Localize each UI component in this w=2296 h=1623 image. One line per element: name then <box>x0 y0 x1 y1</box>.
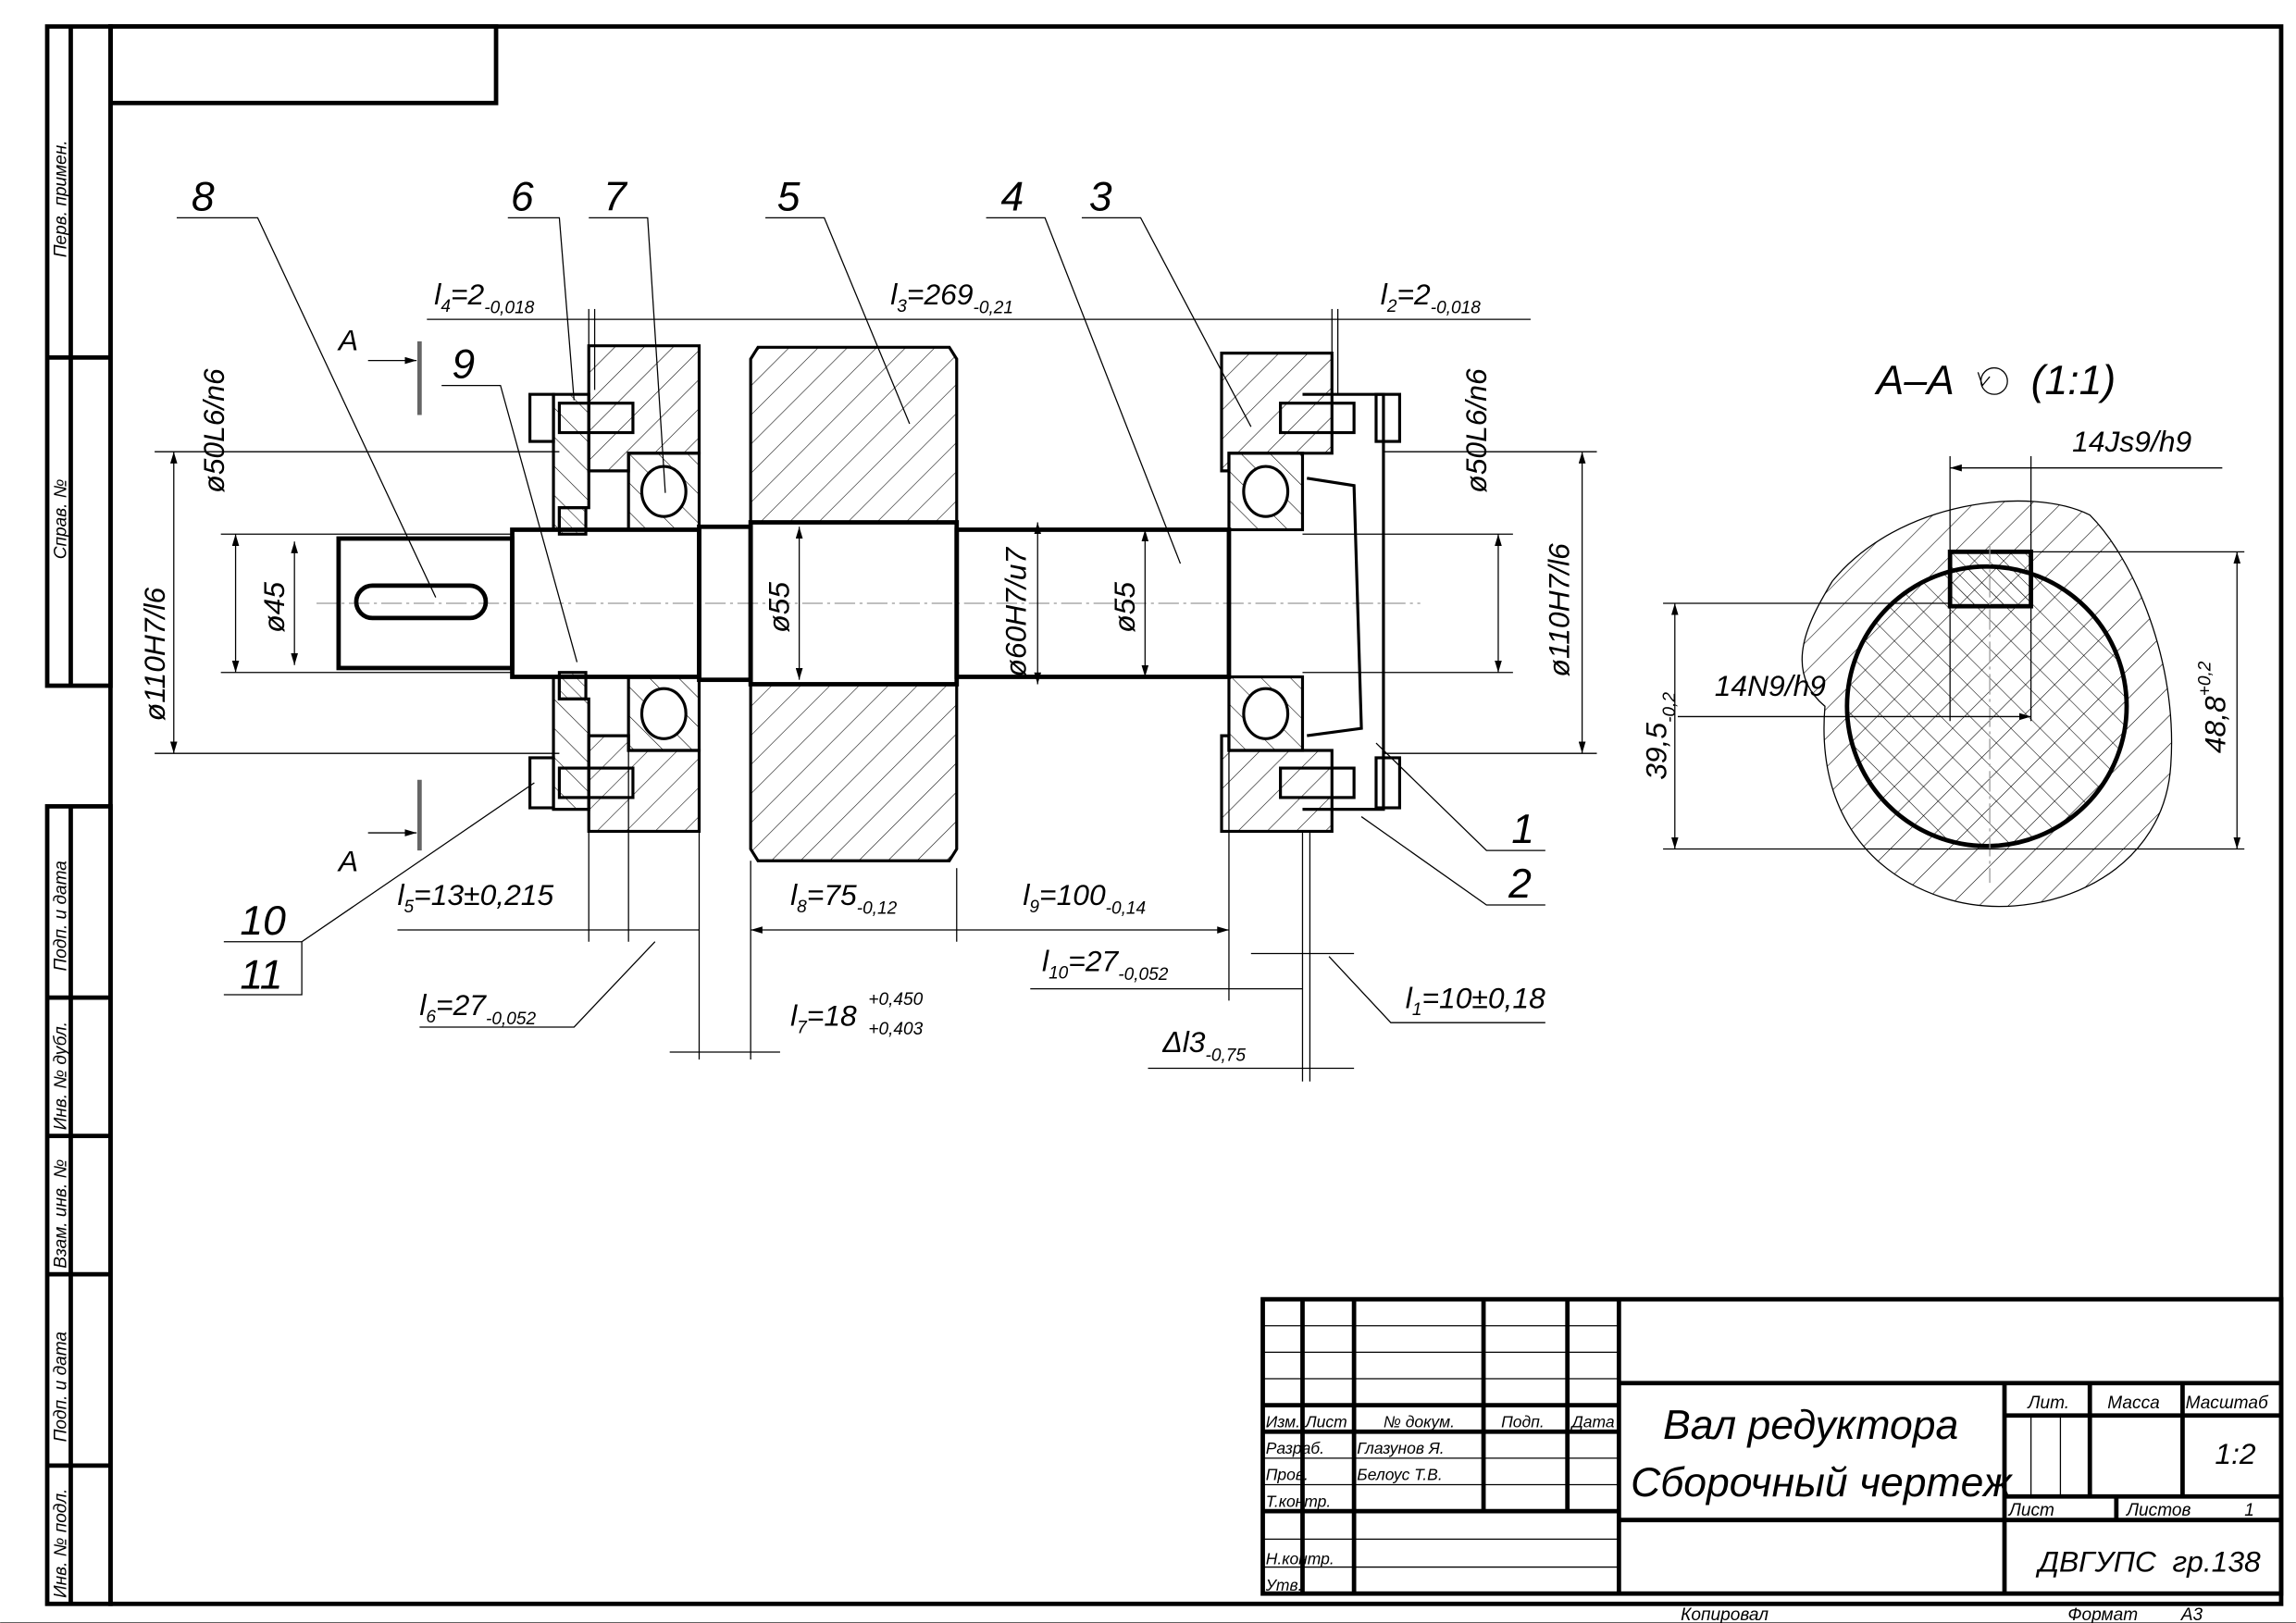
position-4: 4 <box>1000 174 1024 219</box>
tb-role-tkontr: Т.контр. <box>1266 1492 1332 1510</box>
tb-scale-label: Масштаб <box>2186 1394 2269 1413</box>
dim-l1: l1=10±0,18 <box>1406 981 1545 1020</box>
position-11: 11 <box>240 953 282 998</box>
dimension-lines <box>397 308 1545 1082</box>
dim-l7-tol-lower: +0,403 <box>868 1020 923 1039</box>
dim-gear-fit: ø60H7/u7 <box>999 547 1033 677</box>
dim-key-width-fit: 14Js9/h9 <box>2072 425 2191 458</box>
dim-l7-tol-upper: +0,450 <box>868 990 923 1010</box>
stamp-podp-data-2: Подп. и дата <box>52 1332 71 1442</box>
tb-role-razrab: Разраб. <box>1266 1439 1324 1457</box>
tb-lit-label: Лит. <box>2026 1394 2069 1413</box>
dim-l6: l6=27-0,052 <box>419 988 536 1029</box>
position-7: 7 <box>603 174 628 219</box>
position-9: 9 <box>452 342 475 388</box>
dim-right-housing-fit: ø110H7/l6 <box>1542 543 1575 677</box>
stamp-podp-data-1: Подп. и дата <box>52 861 71 971</box>
right-bearing-cap <box>1302 392 1385 812</box>
tb-organization: ДВГУПС гр.138 <box>2036 1544 2261 1578</box>
footer-copied: Копировал <box>1681 1605 1769 1623</box>
dim-l3: l3=269-0,21 <box>890 278 1013 318</box>
dim-height: 48,8+0,2 <box>2196 661 2232 753</box>
section-scale: (1:1) <box>2031 358 2116 403</box>
stamp-inv-podl: Инв. № подл. <box>52 1489 71 1598</box>
position-6: 6 <box>511 174 534 219</box>
gear <box>748 345 960 862</box>
dim-left-bearing-fit: ø50L6/n6 <box>197 368 230 493</box>
right-bolts <box>1279 392 1402 810</box>
assembly-main-view: А А 8 6 7 5 4 3 9 10 11 1 2 <box>138 174 1597 1082</box>
section-a-a-view: А–А (1:1) 14Js9/h9 14N9/h9 39,5-0,2 48,8… <box>1639 358 2245 908</box>
stamp-vzam-inv: Взам. инв. № <box>52 1159 71 1269</box>
tb-title-line2: Сборочный чертеж <box>1631 1460 2014 1505</box>
dim-shaft-left: ø55 <box>762 582 795 633</box>
diameter-lines <box>155 451 1597 754</box>
position-10: 10 <box>240 898 286 944</box>
section-dimension-lines <box>1663 455 2245 850</box>
stamp-sprav-no: Справ. № <box>52 479 71 560</box>
tb-name-checker: Белоус Т.В. <box>1357 1466 1442 1484</box>
dim-right-bearing-fit: ø50L6/n6 <box>1459 368 1493 493</box>
dim-shaft-end: ø45 <box>257 582 291 633</box>
key-section <box>1947 549 2034 609</box>
dim-left-housing-fit: ø110H7/l6 <box>138 588 171 722</box>
stamp-perv-primen: Перв. примен. <box>52 140 71 257</box>
left-bearing <box>627 452 701 752</box>
dim-shaft-right: ø55 <box>1108 582 1141 633</box>
tb-mass-label: Масса <box>2107 1394 2159 1413</box>
position-2: 2 <box>1508 861 1532 907</box>
dim-l4: l4=2-0,018 <box>434 278 534 318</box>
dim-l8: l8=75-0,12 <box>790 878 898 919</box>
tb-sheets-label: Листов <box>2125 1501 2191 1520</box>
rotated-view-icon <box>1977 366 2008 395</box>
dim-l9: l9=100-0,14 <box>1023 878 1146 919</box>
tb-role-utv: Утв. <box>1265 1576 1303 1594</box>
position-3: 3 <box>1089 174 1112 219</box>
dim-slot-fit: 14N9/h9 <box>1715 669 1827 702</box>
tb-header-izm: Изм. <box>1266 1413 1300 1431</box>
tb-header-sign: Подп. <box>1501 1413 1545 1431</box>
dim-l5: l5=13±0,215 <box>397 878 553 917</box>
tb-scale-value: 1:2 <box>2215 1437 2256 1470</box>
footer-format-value: А3 <box>2180 1605 2203 1623</box>
dim-l2: l2=2-0,018 <box>1381 278 1481 318</box>
left-stamp-column: Перв. примен. Справ. № Подп. и дата Инв.… <box>44 24 113 1606</box>
dim-depth: 39,5-0,2 <box>1639 692 1680 780</box>
position-5: 5 <box>777 174 800 219</box>
position-leaders <box>176 217 1545 996</box>
tb-header-list: Лист <box>1305 1413 1347 1431</box>
section-title: А–А <box>1874 358 1955 403</box>
position-8: 8 <box>192 174 215 219</box>
tb-name-developer: Глазунов Я. <box>1357 1439 1444 1457</box>
section-mark-a-top: А <box>337 323 358 356</box>
section-mark-a-bottom: А <box>337 844 358 877</box>
tb-role-nkontr: Н.контр. <box>1266 1549 1334 1567</box>
position-1: 1 <box>1511 807 1534 852</box>
tb-sheet-label: Лист <box>2007 1501 2054 1520</box>
tb-sheets-value: 1 <box>2244 1501 2254 1520</box>
dim-l10: l10=27-0,052 <box>1042 945 1169 985</box>
tb-role-prov: Пров. <box>1266 1466 1309 1484</box>
tb-title-line1: Вал редуктора <box>1663 1403 1958 1448</box>
dim-l7: l7=18 <box>790 998 857 1037</box>
stamp-inv-dubl: Инв. № дубл. <box>52 1022 71 1130</box>
tb-header-doc: № докум. <box>1384 1413 1455 1431</box>
right-bearing <box>1227 452 1305 752</box>
dim-delta-l3: Δl3-0,75 <box>1161 1025 1246 1066</box>
footer-format-label: Формат <box>2067 1605 2138 1623</box>
tb-header-date: Дата <box>1570 1413 1614 1431</box>
title-block: Изм. Лист № докум. Подп. Дата Разраб. Пр… <box>1260 1296 2284 1596</box>
left-bolts <box>528 392 635 810</box>
key-slot <box>354 583 489 621</box>
